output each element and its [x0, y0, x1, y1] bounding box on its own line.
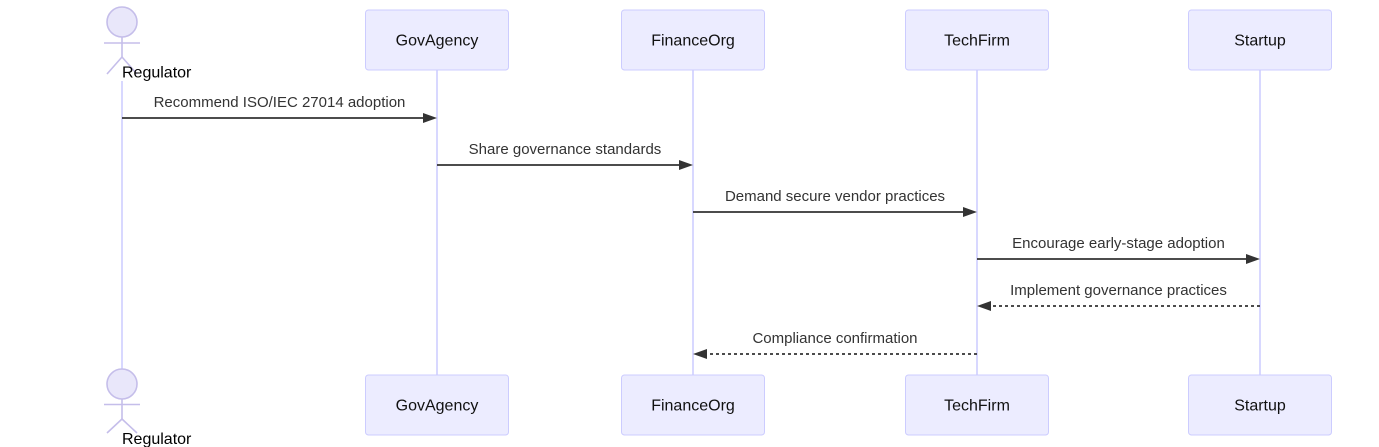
message-label: Recommend ISO/IEC 27014 adoption — [154, 94, 406, 111]
participant-financeorg-bottom: FinanceOrg — [621, 374, 765, 436]
message-arrowhead — [679, 160, 693, 170]
participant-govagency-top: GovAgency — [365, 9, 509, 71]
participant-label: TechFirm — [944, 398, 1010, 415]
participant-techfirm-top: TechFirm — [905, 9, 1049, 71]
message-arrowhead — [963, 207, 977, 217]
participant-label: Startup — [1234, 33, 1286, 50]
message-label: Encourage early-stage adoption — [1012, 235, 1225, 252]
participant-box — [621, 374, 765, 436]
message-6: Compliance confirmation — [693, 330, 977, 359]
participant-label: GovAgency — [396, 398, 479, 415]
participant-financeorg-top: FinanceOrg — [621, 9, 765, 71]
participant-label: FinanceOrg — [651, 33, 735, 50]
actor-label: Regulator — [122, 65, 192, 82]
participant-govagency-bottom: GovAgency — [365, 374, 509, 436]
message-arrowhead — [977, 301, 991, 311]
participant-startup-top: Startup — [1188, 9, 1332, 71]
participant-box — [1188, 374, 1332, 436]
actor-regulator-top: Regulator — [104, 6, 192, 82]
participant-box — [905, 374, 1049, 436]
message-2: Share governance standards — [437, 141, 693, 170]
message-5: Implement governance practices — [977, 282, 1260, 311]
participant-startup-bottom: Startup — [1188, 374, 1332, 436]
participant-label: GovAgency — [396, 33, 479, 50]
message-label: Share governance standards — [469, 141, 662, 158]
actor-regulator-bottom: Regulator — [104, 368, 192, 447]
message-label: Demand secure vendor practices — [725, 188, 945, 205]
message-1: Recommend ISO/IEC 27014 adoption — [122, 94, 437, 123]
message-arrowhead — [423, 113, 437, 123]
actor-legs-lines — [106, 418, 138, 434]
message-label: Implement governance practices — [1010, 282, 1227, 299]
message-3: Demand secure vendor practices — [693, 188, 977, 217]
actor-label: Regulator — [122, 431, 192, 447]
participant-label: FinanceOrg — [651, 398, 735, 415]
message-arrowhead — [1246, 254, 1260, 264]
actor-head — [106, 6, 138, 38]
participant-box — [365, 9, 509, 71]
participant-box — [905, 9, 1049, 71]
participant-box — [621, 9, 765, 71]
participant-box — [1188, 9, 1332, 71]
participant-techfirm-bottom: TechFirm — [905, 374, 1049, 436]
participant-label: TechFirm — [944, 33, 1010, 50]
actor-head — [106, 368, 138, 400]
message-4: Encourage early-stage adoption — [977, 235, 1260, 264]
message-label: Compliance confirmation — [752, 330, 917, 347]
actor-legs-lines — [106, 56, 138, 75]
message-arrowhead — [693, 349, 707, 359]
participant-label: Startup — [1234, 398, 1286, 415]
participant-box — [365, 374, 509, 436]
